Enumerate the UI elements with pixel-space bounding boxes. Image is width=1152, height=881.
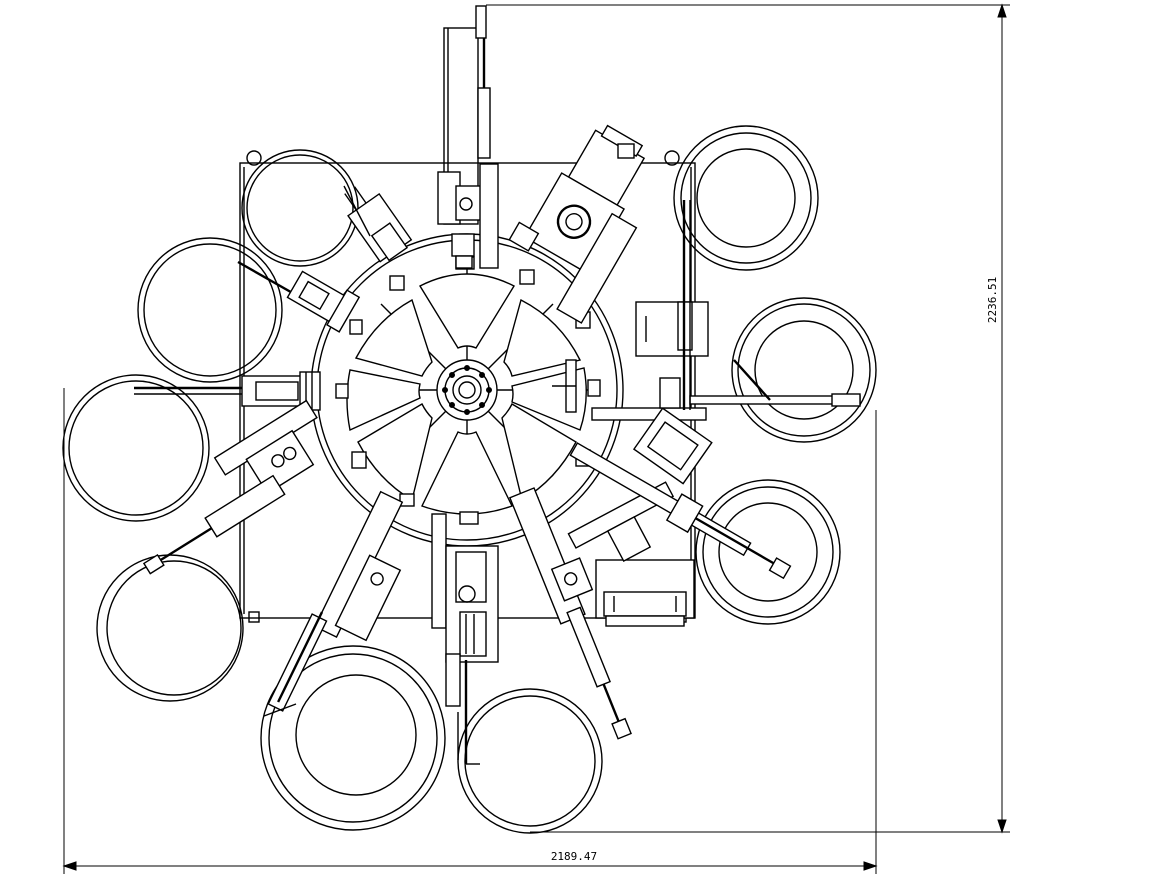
dimension-width-label: 2189.47 bbox=[551, 850, 597, 863]
station-bottom-right-box bbox=[567, 481, 695, 627]
station-bottom-center bbox=[431, 513, 499, 765]
station-top-left-arm bbox=[343, 185, 413, 263]
bowl-top-right bbox=[673, 125, 819, 271]
bowl-top-left bbox=[241, 149, 359, 267]
station-right bbox=[552, 359, 861, 485]
dimension-height-label: 2236.51 bbox=[986, 277, 999, 323]
bowl-right-lower bbox=[695, 479, 841, 625]
dimension-height: 2236.51 bbox=[486, 3, 1010, 834]
station-top-slide bbox=[437, 5, 499, 269]
bowl-bottom-center bbox=[457, 688, 603, 834]
station-bottom-right-slide bbox=[508, 487, 632, 740]
bowl-left-upper bbox=[137, 237, 283, 383]
station-left-lower-cylinder bbox=[142, 399, 318, 575]
station-right-panel bbox=[635, 200, 709, 410]
dimension-width: 2189.47 bbox=[62, 388, 878, 874]
station-right-lower-cylinder bbox=[569, 442, 792, 580]
station-left-horizontal bbox=[134, 371, 321, 411]
table-cutouts bbox=[346, 273, 587, 515]
station-bottom-left-slide bbox=[263, 490, 404, 717]
table-hub bbox=[436, 359, 498, 421]
bowl-right-upper bbox=[731, 297, 877, 443]
bowl-left-lower bbox=[96, 554, 244, 702]
station-motor bbox=[508, 124, 646, 324]
bowl-bottom-left bbox=[260, 645, 446, 831]
bowl-left-middle bbox=[62, 374, 210, 522]
station-upper-left-arm bbox=[237, 260, 361, 333]
